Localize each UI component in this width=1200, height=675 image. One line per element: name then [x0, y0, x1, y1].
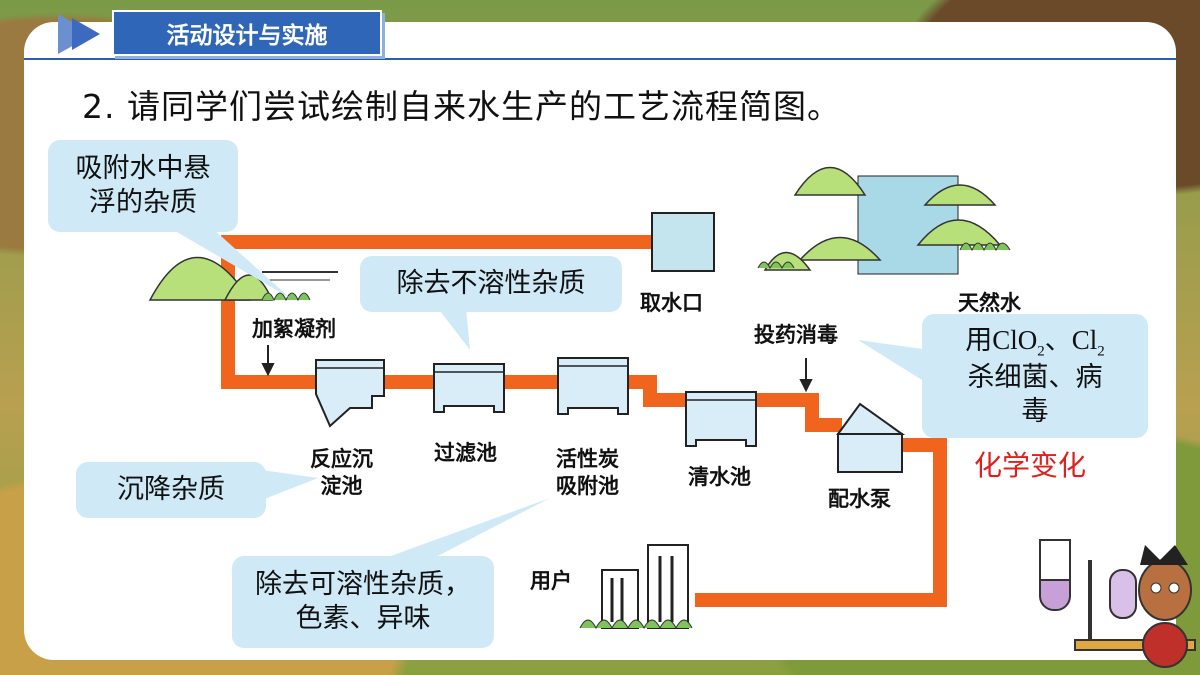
- callout-adsorb-line1: 吸附水中悬: [75, 153, 211, 185]
- callout-insoluble: 除去不溶性杂质: [360, 256, 622, 312]
- cartoon-character-illustration: [1138, 545, 1192, 668]
- callout-pointer-settle: [262, 470, 318, 500]
- label-reaction-tank-line1: 反应沉: [310, 448, 373, 471]
- pipe-clear-pump: [755, 393, 842, 432]
- label-user: 用户: [530, 570, 572, 593]
- label-clear-water: 清水池: [688, 466, 751, 489]
- dosing-arrow: [799, 358, 813, 393]
- callout-disinfect-line3: 毒: [1021, 395, 1049, 427]
- intake-box: [651, 212, 715, 272]
- pump-house: [836, 402, 906, 473]
- callout-soluble-line2: 色素、异味: [295, 603, 431, 634]
- pipe-carbon-clear: [628, 375, 690, 407]
- chemical-change-note: 化学变化: [974, 449, 1087, 482]
- callout-disinfect-line1: 用ClO2、Cl2: [965, 324, 1105, 360]
- flocculant-arrow: [261, 345, 275, 377]
- callout-insoluble-text: 除去不溶性杂质: [396, 268, 586, 300]
- lab-glassware-illustration: [1039, 539, 1196, 651]
- pipe-intake: [221, 235, 655, 389]
- title-arrow-inner-icon: [72, 18, 100, 50]
- label-carbon: 活性炭 吸附池: [556, 446, 619, 501]
- callout-soluble: 除去可溶性杂质， 色素、异味: [232, 556, 494, 648]
- reaction-tank: [315, 359, 385, 428]
- callout-disinfect-line2: 杀细菌、病: [967, 361, 1103, 393]
- callout-soluble-line1: 除去可溶性杂质，: [255, 569, 471, 601]
- label-pump: 配水泵: [828, 488, 891, 511]
- section-title: 活动设计与实施: [166, 23, 328, 49]
- natural-water-illustration: [757, 166, 1011, 275]
- callout-disinfect: 用ClO2、Cl2 杀细菌、病 毒: [922, 314, 1148, 438]
- question-text: 2. 请同学们尝试绘制自来水生产的工艺流程简图。: [82, 87, 841, 126]
- callout-adsorb-line2: 浮的杂质: [89, 187, 197, 218]
- filter-tank: [433, 363, 505, 413]
- label-reaction-tank: 反应沉 淀池: [310, 446, 373, 501]
- label-carbon-line1: 活性炭: [556, 448, 619, 471]
- callout-settle: 沉降杂质: [76, 462, 266, 518]
- pipe-pump-user: [695, 438, 947, 607]
- label-intake: 取水口: [640, 292, 703, 315]
- section-title-box: 活动设计与实施: [112, 10, 382, 56]
- header-divider: [24, 58, 1176, 60]
- label-natural-water: 天然水: [958, 292, 1021, 315]
- callout-adsorb: 吸附水中悬 浮的杂质: [48, 140, 238, 232]
- hill-illustration: [148, 257, 338, 302]
- label-flocculant: 加絮凝剂: [252, 318, 336, 341]
- callout-settle-text: 沉降杂质: [117, 474, 225, 506]
- user-buildings: [579, 544, 693, 630]
- label-reaction-tank-line2: 淀池: [320, 475, 363, 499]
- carbon-tank: [557, 357, 629, 415]
- callout-pointer-soluble: [380, 498, 550, 560]
- label-filter: 过滤池: [434, 442, 497, 465]
- pipe-network: [221, 235, 947, 607]
- callout-pointer-disinfect: [858, 340, 930, 385]
- callout-pointer-adsorb: [170, 228, 290, 298]
- label-dosing: 投药消毒: [754, 324, 838, 347]
- label-carbon-line2: 吸附池: [556, 475, 619, 499]
- clear-water-tank: [685, 391, 757, 447]
